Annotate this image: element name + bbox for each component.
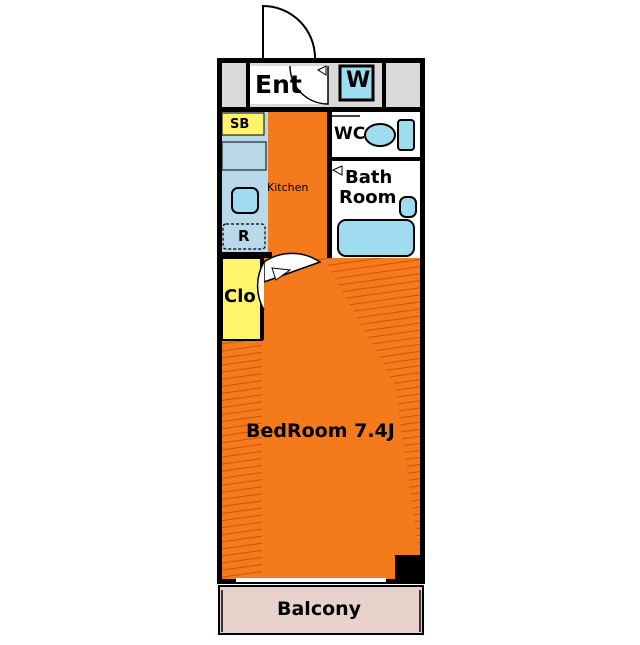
wc-label: WC xyxy=(334,124,366,144)
window-sill xyxy=(236,578,386,582)
wall-kitchen-wet xyxy=(327,112,332,260)
wall-under-entrance xyxy=(222,107,420,112)
closet-door-swing xyxy=(256,261,265,311)
bath-door-marker xyxy=(331,165,343,176)
fridge-space xyxy=(222,223,266,250)
closet-label: Clo xyxy=(224,286,256,307)
pillar xyxy=(395,555,420,579)
shoe-box-label: SB xyxy=(230,117,250,132)
washer-box xyxy=(338,64,375,102)
balcony-floor xyxy=(218,585,424,635)
ent-door-marker xyxy=(316,65,327,76)
balcony-label: Balcony xyxy=(277,598,362,620)
toilet-bowl xyxy=(364,123,396,147)
bathtub xyxy=(337,219,415,257)
kitchen-floor xyxy=(268,112,330,258)
shoe-box xyxy=(221,112,265,136)
entrance-label: Ent xyxy=(255,70,302,99)
entrance-inner-swing xyxy=(289,65,329,105)
wall-above-bedroom xyxy=(222,252,272,258)
toilet-tank xyxy=(397,119,415,151)
entrance-step xyxy=(250,66,328,104)
bath-label-line2: Room xyxy=(339,187,397,208)
kitchen-sink xyxy=(231,187,259,214)
bedroom-main-floor xyxy=(262,262,420,579)
entrance-wall-right xyxy=(382,63,386,107)
kitchen-label: Kitchen xyxy=(267,181,309,194)
refrigerator-label: R xyxy=(238,227,250,245)
entrance-wall-left xyxy=(246,63,250,107)
bedroom-label: BedRoom 7.4J xyxy=(246,420,395,442)
wall-wc-bath xyxy=(332,157,420,161)
bedroom-door-marker xyxy=(271,267,292,281)
wash-basin xyxy=(399,196,417,218)
sink-cabinet xyxy=(221,141,267,171)
entrance-door-swing xyxy=(262,4,316,59)
washer-label: W xyxy=(346,68,371,93)
bath-label-line1: Bath xyxy=(345,167,393,188)
